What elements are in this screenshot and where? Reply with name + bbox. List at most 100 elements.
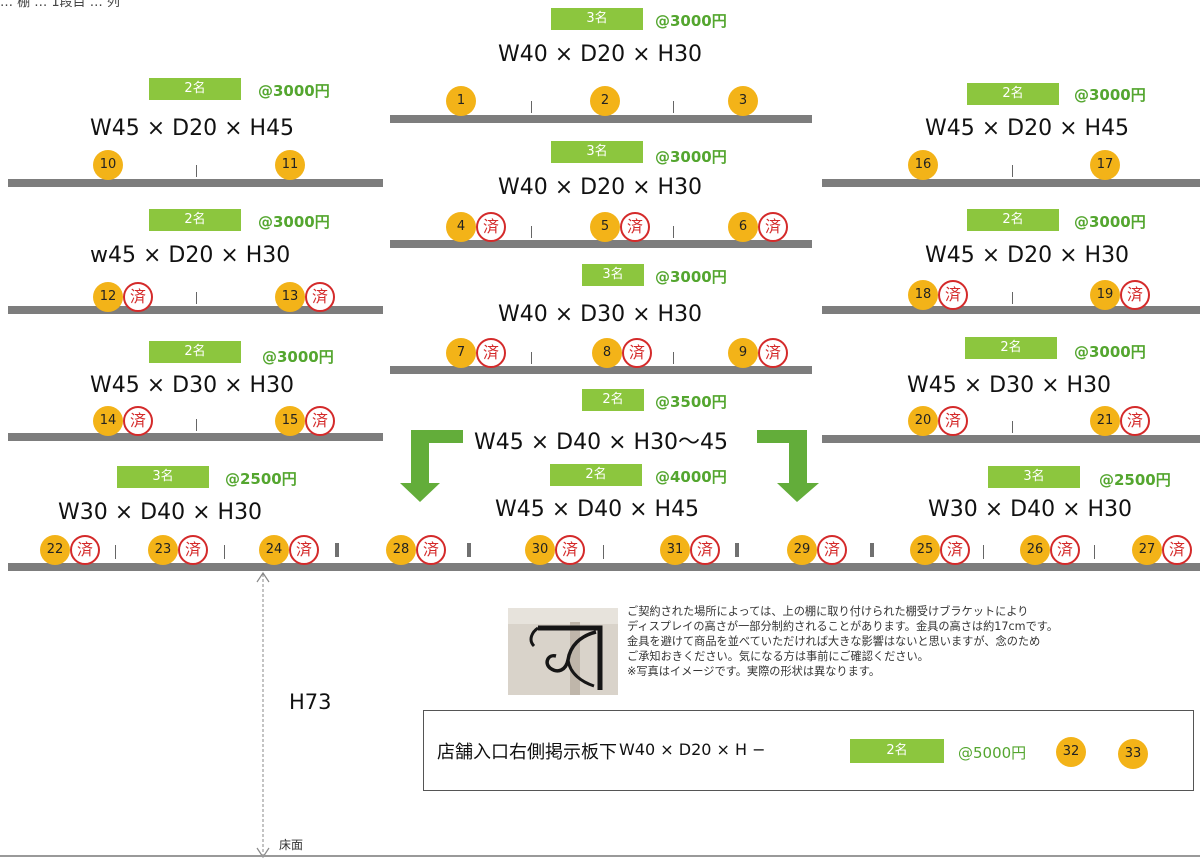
slot-number[interactable]: 7 (446, 338, 476, 368)
note-line: ご承知おきください。気になる方は事前にご確認ください。 (627, 650, 929, 663)
capacity-badge: 2名 (149, 341, 241, 363)
slot-number[interactable]: 5 (590, 212, 620, 242)
capacity-badge: 3名 (582, 264, 644, 286)
shelf-board (8, 179, 383, 187)
slot-divider (531, 101, 532, 113)
sold-mark: 済 (1120, 280, 1150, 310)
sold-mark: 済 (1162, 535, 1192, 565)
sold-mark: 済 (123, 282, 153, 312)
shelf-dimensions: W45 × D40 × H45 (495, 497, 700, 522)
sold-mark: 済 (178, 535, 208, 565)
down-arrow-right-icon (757, 430, 819, 502)
slot-number[interactable]: 25 (910, 535, 940, 565)
slot-divider (531, 352, 532, 364)
shelf-dimensions: W40 × D30 × H30 (498, 302, 703, 327)
slot-number[interactable]: 9 (728, 338, 758, 368)
sold-mark: 済 (476, 212, 506, 242)
shelf-dimensions: W45 × D20 × H45 (90, 116, 295, 141)
slot-number[interactable]: 21 (1090, 406, 1120, 436)
slot-number[interactable]: 2 (590, 86, 620, 116)
sold-mark: 済 (1120, 406, 1150, 436)
slot-divider (224, 545, 225, 559)
note-line: 金具を避けて商品を並べていただければ大きな影響はないと思いますが、念のため (627, 635, 1041, 648)
sold-mark: 済 (758, 212, 788, 242)
shelf-board (390, 240, 812, 248)
slot-number[interactable]: 18 (908, 280, 938, 310)
slot-number[interactable]: 29 (787, 535, 817, 565)
sold-mark: 済 (817, 535, 847, 565)
shelf-dimensions: W30 × D40 × H30 (928, 497, 1133, 522)
slot-divider (196, 165, 197, 177)
slot-number[interactable]: 28 (386, 535, 416, 565)
slot-divider (1094, 545, 1095, 559)
slot-number[interactable]: 23 (148, 535, 178, 565)
shelf-dimensions: W45 × D40 × H30〜45 (474, 430, 729, 455)
shelf-dimensions: W45 × D30 × H30 (90, 373, 295, 398)
sold-mark: 済 (1050, 535, 1080, 565)
shelf-dimensions: W45 × D20 × H30 (925, 243, 1130, 268)
slot-number[interactable]: 27 (1132, 535, 1162, 565)
slot-number[interactable]: 10 (93, 150, 123, 180)
sold-mark: 済 (938, 406, 968, 436)
bracket-photo (508, 608, 618, 695)
slot-number[interactable]: 19 (1090, 280, 1120, 310)
sold-mark: 済 (758, 338, 788, 368)
height-label: H73 (289, 690, 332, 714)
capacity-badge: 2名 (967, 83, 1059, 105)
price-label: @2500円 (1099, 471, 1171, 489)
slot-number[interactable]: 15 (275, 406, 305, 436)
slot-number[interactable]: 20 (908, 406, 938, 436)
slot-number[interactable]: 1 (446, 86, 476, 116)
capacity-badge: 3名 (988, 466, 1080, 488)
capacity-badge: 2名 (550, 464, 642, 486)
down-arrow-left-icon (400, 430, 463, 502)
capacity-badge: 2名 (582, 389, 644, 411)
shelf-dimensions: w45 × D20 × H30 (90, 243, 291, 268)
capacity-badge: 2名 (149, 78, 241, 100)
slot-number[interactable]: 33 (1118, 739, 1148, 769)
slot-number[interactable]: 26 (1020, 535, 1050, 565)
slot-number[interactable]: 32 (1056, 737, 1086, 767)
slot-divider (531, 226, 532, 238)
slot-number[interactable]: 6 (728, 212, 758, 242)
slot-number[interactable]: 12 (93, 282, 123, 312)
slot-divider (673, 101, 674, 113)
slot-number[interactable]: 30 (525, 535, 555, 565)
price-label: @3000円 (1074, 343, 1146, 361)
slot-number[interactable]: 17 (1090, 150, 1120, 180)
slot-number[interactable]: 31 (660, 535, 690, 565)
slot-number[interactable]: 8 (592, 338, 622, 368)
capacity-badge: 2名 (965, 337, 1057, 359)
slot-number[interactable]: 13 (275, 282, 305, 312)
slot-divider (115, 545, 116, 559)
sold-mark: 済 (940, 535, 970, 565)
sold-mark: 済 (620, 212, 650, 242)
slot-divider (1012, 421, 1013, 433)
slot-number[interactable]: 4 (446, 212, 476, 242)
slot-divider (196, 419, 197, 431)
capacity-badge: 2名 (967, 209, 1059, 231)
section-divider (335, 543, 339, 557)
slot-number[interactable]: 16 (908, 150, 938, 180)
price-label: @5000円 (958, 744, 1027, 762)
sold-mark: 済 (70, 535, 100, 565)
slot-number[interactable]: 24 (259, 535, 289, 565)
slot-number[interactable]: 11 (275, 150, 305, 180)
slot-number[interactable]: 3 (728, 86, 758, 116)
shelf-board (8, 306, 383, 314)
sold-mark: 済 (555, 535, 585, 565)
section-divider (467, 543, 471, 557)
special-location-name: 店舗入口右側掲示板下 (437, 742, 617, 763)
bottom-shelf-board (8, 563, 1200, 571)
capacity-badge: 3名 (551, 141, 643, 163)
capacity-badge: 2名 (149, 209, 241, 231)
shelf-dimensions: W40 × D20 × H30 (498, 175, 703, 200)
capacity-badge: 3名 (551, 8, 643, 30)
slot-divider (673, 352, 674, 364)
slot-number[interactable]: 14 (93, 406, 123, 436)
height-arrow-icon (256, 571, 270, 859)
sold-mark: 済 (123, 406, 153, 436)
slot-number[interactable]: 22 (40, 535, 70, 565)
slot-divider (1012, 165, 1013, 177)
shelf-board (822, 435, 1200, 443)
